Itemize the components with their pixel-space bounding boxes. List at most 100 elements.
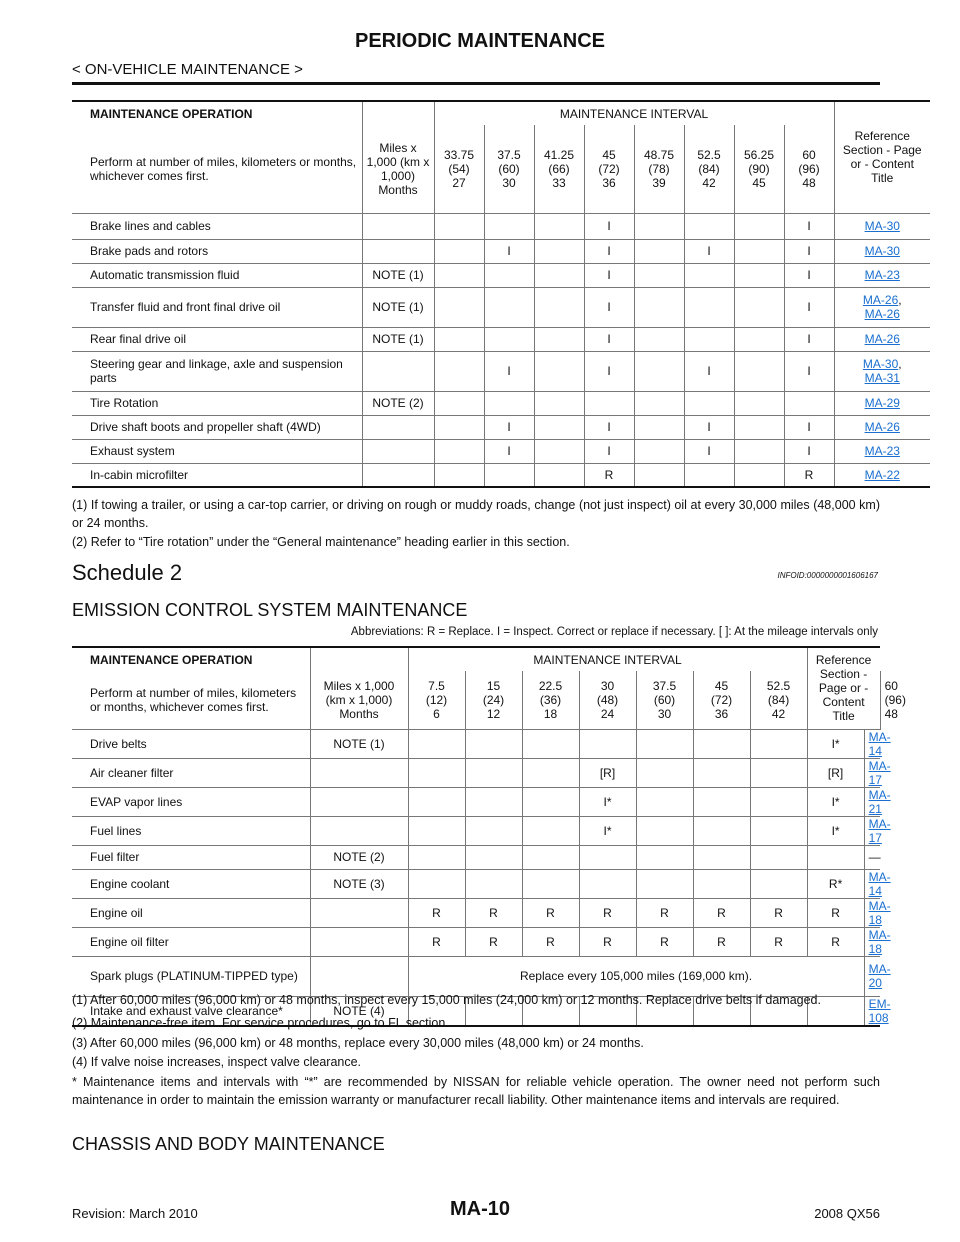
interval-cell xyxy=(483,463,534,488)
reference-text: — xyxy=(868,850,881,864)
reference-link[interactable]: EM-108 xyxy=(868,996,891,1025)
interval-col: 37.5(60)30 xyxy=(483,125,534,214)
reference-link[interactable]: MA-21 xyxy=(868,787,891,816)
item-note xyxy=(309,927,408,957)
item-note xyxy=(361,351,434,392)
col-header-operation: MAINTENANCE OPERATION xyxy=(90,106,253,121)
interval-col: 15(24)12 xyxy=(464,671,522,730)
interval-cell xyxy=(733,263,784,288)
table-row: Steering gear and linkage, axle and susp… xyxy=(72,351,930,392)
interval-cell xyxy=(407,758,465,788)
interval-col: 60(96)48 xyxy=(783,125,834,214)
table-row: Intake and exhaust valve clearance*NOTE … xyxy=(72,996,891,1026)
interval-cell xyxy=(464,996,522,1026)
interval-cell: R xyxy=(692,927,750,957)
interval-col: 7.5(12)6 xyxy=(407,671,465,730)
interval-col: 56.25(90)45 xyxy=(733,125,784,214)
item-note xyxy=(361,439,434,464)
interval-cell: I* xyxy=(806,787,865,817)
interval-cell xyxy=(433,415,484,440)
col-header-interval: MAINTENANCE INTERVAL xyxy=(433,101,834,125)
item-name: Air cleaner filter xyxy=(72,758,310,788)
reference-link[interactable]: MA-23 xyxy=(864,444,900,458)
interval-cell xyxy=(633,415,684,440)
reference-link[interactable]: MA-31 xyxy=(864,371,900,385)
interval-cell xyxy=(635,729,693,759)
interval-cell: R xyxy=(521,898,579,928)
reference-link[interactable]: MA-29 xyxy=(864,396,900,410)
interval-cell xyxy=(483,263,534,288)
reference-link[interactable]: MA-23 xyxy=(864,268,900,282)
interval-cell xyxy=(749,816,808,846)
interval-cell: I* xyxy=(578,787,636,817)
footer-model: 2008 QX56 xyxy=(814,1206,880,1221)
reference-link[interactable]: MA-18 xyxy=(868,927,891,956)
interval-cell xyxy=(521,996,579,1026)
col-header-reference: Reference Section - Page or - Content Ti… xyxy=(833,101,930,214)
interval-cell xyxy=(433,391,484,416)
interval-cell xyxy=(733,287,784,328)
reference-link[interactable]: MA-30 xyxy=(862,357,899,371)
reference-cell: MA-30,MA-31 xyxy=(833,351,930,392)
interval-cell xyxy=(749,845,808,870)
reference-link[interactable]: MA-17 xyxy=(868,758,891,787)
interval-cell: I xyxy=(583,439,634,464)
interval-cell: I xyxy=(483,415,534,440)
reference-link[interactable]: MA-22 xyxy=(864,467,900,482)
schedule-heading: Schedule 2 xyxy=(72,560,183,585)
emission-heading: EMISSION CONTROL SYSTEM MAINTENANCE xyxy=(72,600,468,620)
interval-cell: I xyxy=(583,239,634,264)
interval-cell xyxy=(483,213,534,240)
interval-cell: R xyxy=(578,898,636,928)
item-name: Engine oil filter xyxy=(72,927,310,957)
item-name: Automatic transmission fluid xyxy=(72,263,362,288)
interval-cell xyxy=(483,287,534,328)
interval-cell xyxy=(692,996,750,1026)
table-row: Air cleaner filter[R][R]MA-17 xyxy=(72,758,891,788)
interval-cell xyxy=(533,239,584,264)
item-note xyxy=(361,463,434,488)
reference-link[interactable]: MA-14 xyxy=(868,869,891,898)
interval-cell xyxy=(683,463,734,488)
interval-cell xyxy=(433,439,484,464)
reference-link[interactable]: MA-18 xyxy=(868,898,891,927)
reference-link[interactable]: MA-26 xyxy=(862,293,899,307)
interval-cell xyxy=(683,391,734,416)
interval-cell xyxy=(464,729,522,759)
reference-link[interactable]: MA-26 xyxy=(864,420,900,434)
interval-cell: I xyxy=(783,439,834,464)
interval-cell: I* xyxy=(578,816,636,846)
interval-cell xyxy=(733,415,784,440)
interval-cell: I xyxy=(783,263,834,288)
item-note: NOTE (1) xyxy=(309,729,408,759)
reference-link[interactable]: MA-30 xyxy=(864,219,900,233)
interval-cell xyxy=(521,787,579,817)
interval-cell: I* xyxy=(806,816,865,846)
interval-col: 45(72)36 xyxy=(583,125,634,214)
interval-cell xyxy=(533,415,584,440)
item-note: NOTE (1) xyxy=(361,327,434,352)
interval-cell xyxy=(483,391,534,416)
interval-cell xyxy=(407,869,465,899)
reference-link[interactable]: MA-30 xyxy=(864,244,900,258)
interval-col: 37.5(60)30 xyxy=(635,671,693,730)
abbreviations: Abbreviations: R = Replace. I = Inspect.… xyxy=(350,626,878,638)
interval-cell xyxy=(733,391,784,416)
interval-cell xyxy=(633,327,684,352)
reference-link[interactable]: MA-17 xyxy=(868,816,891,845)
table-row: Drive shaft boots and propeller shaft (4… xyxy=(72,415,930,440)
interval-cell: R xyxy=(583,463,634,488)
reference-link[interactable]: MA-20 xyxy=(868,962,891,990)
reference-link[interactable]: MA-26 xyxy=(864,332,900,346)
reference-link[interactable]: MA-14 xyxy=(868,729,891,758)
interval-cell xyxy=(635,845,693,870)
interval-cell xyxy=(583,391,634,416)
interval-cell xyxy=(407,996,465,1026)
interval-cell xyxy=(683,287,734,328)
note-towing: (1) If towing a trailer, or using a car-… xyxy=(72,498,880,530)
interval-cell: R xyxy=(635,898,693,928)
interval-cell: R xyxy=(806,898,865,928)
reference-link[interactable]: MA-26 xyxy=(864,307,900,321)
item-name: Steering gear and linkage, axle and susp… xyxy=(72,351,362,392)
